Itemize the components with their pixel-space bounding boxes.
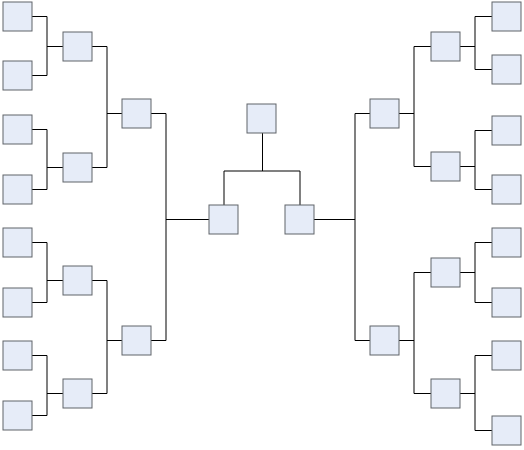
slot-right-round-2 xyxy=(430,257,461,288)
slot-left-round-2 xyxy=(62,378,93,409)
slot-left-round-1 xyxy=(2,227,33,258)
slot-left-round-1 xyxy=(2,287,33,318)
slot-right-round-1 xyxy=(491,227,522,258)
slot-right-round-1 xyxy=(491,415,522,446)
slot-right-round-2 xyxy=(430,378,461,409)
slot-left-round-2 xyxy=(62,31,93,62)
slot-left-round-2 xyxy=(62,152,93,183)
slot-right-round-1 xyxy=(491,54,522,85)
slot-right-finalist xyxy=(284,204,315,235)
slot-champion xyxy=(246,103,277,134)
slot-left-round-1 xyxy=(2,60,33,91)
slot-right-round-2 xyxy=(430,31,461,62)
slot-right-round-1 xyxy=(491,1,522,32)
slot-left-round-3 xyxy=(121,325,152,356)
slot-right-round-1 xyxy=(491,340,522,371)
slot-left-finalist xyxy=(208,204,239,235)
slot-right-round-2 xyxy=(430,151,461,182)
slot-right-round-1 xyxy=(491,115,522,146)
slot-left-round-2 xyxy=(62,265,93,296)
slot-right-round-1 xyxy=(491,287,522,318)
slot-right-round-1 xyxy=(491,174,522,205)
slot-left-round-1 xyxy=(2,400,33,431)
slot-left-round-1 xyxy=(2,340,33,371)
slot-left-round-3 xyxy=(121,98,152,129)
slot-left-round-1 xyxy=(2,1,33,32)
slot-right-round-3 xyxy=(369,325,400,356)
slot-right-round-3 xyxy=(369,98,400,129)
slot-left-round-1 xyxy=(2,174,33,205)
slot-left-round-1 xyxy=(2,114,33,145)
